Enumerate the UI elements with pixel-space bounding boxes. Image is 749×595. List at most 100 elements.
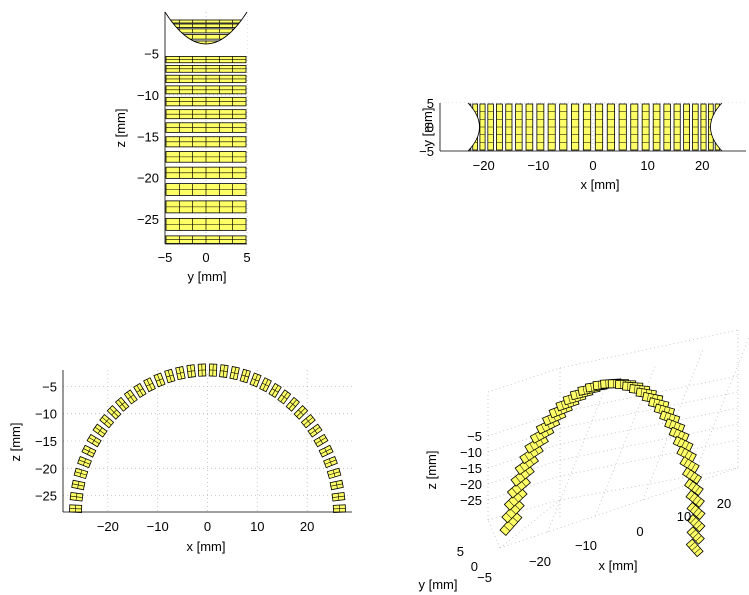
x-tick-label: 20 bbox=[300, 519, 314, 534]
grid-line bbox=[487, 499, 561, 521]
block-divider bbox=[519, 464, 525, 472]
x-tick-label: −5 bbox=[158, 250, 173, 265]
block-divider bbox=[658, 405, 662, 414]
block-divider bbox=[684, 450, 689, 458]
block-divider bbox=[97, 427, 103, 434]
block-divider bbox=[687, 461, 692, 469]
block-divider bbox=[685, 469, 691, 477]
block-divider bbox=[696, 522, 703, 530]
y-axis-label: y [mm] bbox=[420, 108, 435, 147]
block-divider bbox=[146, 382, 153, 387]
block-divider bbox=[318, 437, 324, 444]
arc-block bbox=[249, 372, 262, 388]
x-axis-label: x [mm] bbox=[581, 177, 620, 192]
block-divider bbox=[524, 453, 530, 461]
block-divider bbox=[652, 398, 656, 407]
block-divider bbox=[560, 401, 564, 410]
y-tick-label: 5 bbox=[427, 96, 434, 111]
block-divider bbox=[511, 487, 518, 495]
arc-block bbox=[686, 526, 705, 545]
arc-block bbox=[686, 514, 706, 533]
block-divider bbox=[271, 388, 279, 393]
block-divider bbox=[241, 374, 249, 378]
arc-block bbox=[133, 382, 147, 398]
arc-block bbox=[115, 396, 130, 412]
block-divider bbox=[77, 481, 80, 489]
z-tick-label: −15 bbox=[460, 461, 482, 476]
arc-block bbox=[277, 389, 292, 405]
arc-block bbox=[332, 504, 346, 513]
block-divider bbox=[597, 381, 600, 390]
block-divider bbox=[673, 429, 677, 437]
arc-block bbox=[175, 366, 186, 381]
block-divider bbox=[689, 529, 696, 536]
grid-line bbox=[499, 499, 561, 549]
x-tick-label: −10 bbox=[575, 538, 597, 553]
x-tick-label: 10 bbox=[677, 509, 691, 524]
grid-line bbox=[487, 459, 561, 485]
block-divider bbox=[690, 517, 697, 524]
block-divider bbox=[694, 548, 701, 554]
x-tick-label: 5 bbox=[243, 250, 250, 265]
arc-block bbox=[99, 414, 115, 429]
block-divider bbox=[688, 452, 693, 460]
block-divider bbox=[691, 483, 697, 491]
block-divider bbox=[176, 372, 184, 375]
z-tick-label: −10 bbox=[460, 445, 482, 460]
block-divider bbox=[505, 512, 512, 519]
block-divider bbox=[75, 493, 78, 501]
arc-block bbox=[268, 382, 282, 398]
block-divider bbox=[683, 458, 689, 467]
block-divider bbox=[91, 437, 97, 444]
y-tick-label: −15 bbox=[35, 434, 57, 449]
left-notch bbox=[440, 103, 480, 151]
block-divider bbox=[87, 447, 91, 455]
z-tick-label: −20 bbox=[460, 477, 482, 492]
block-divider bbox=[547, 415, 551, 424]
block-divider bbox=[541, 424, 545, 432]
block-divider bbox=[695, 498, 702, 505]
x-tick-label: 10 bbox=[250, 519, 264, 534]
block-divider bbox=[605, 379, 607, 388]
arc-block bbox=[285, 396, 300, 412]
grid-line bbox=[487, 475, 561, 501]
arc-block bbox=[331, 492, 346, 502]
arc-block bbox=[685, 489, 705, 508]
block-divider bbox=[337, 493, 340, 501]
arc-block bbox=[69, 492, 84, 502]
block-divider bbox=[685, 442, 690, 450]
block-divider bbox=[156, 378, 163, 382]
grid-line bbox=[690, 336, 749, 485]
block-divider bbox=[507, 520, 515, 527]
block-divider bbox=[252, 378, 259, 382]
arc-block bbox=[143, 377, 156, 393]
block-divider bbox=[289, 401, 296, 407]
block-divider bbox=[687, 481, 693, 489]
y-tick-label: −5 bbox=[419, 144, 434, 159]
grid-line bbox=[559, 439, 739, 477]
arc-block bbox=[300, 414, 316, 429]
block-divider bbox=[681, 440, 686, 448]
x-tick-label: −20 bbox=[97, 519, 119, 534]
block-divider bbox=[680, 448, 685, 456]
arc-block bbox=[685, 538, 704, 558]
block-divider bbox=[640, 388, 643, 397]
block-divider bbox=[668, 420, 673, 428]
y-tick-label: −10 bbox=[137, 88, 159, 103]
y-axis-label: y [mm] bbox=[419, 577, 458, 592]
block-divider bbox=[692, 495, 698, 503]
x-tick-label: 0 bbox=[636, 524, 643, 539]
block-divider bbox=[305, 418, 311, 425]
block-divider bbox=[79, 469, 83, 477]
y-tick-label: −20 bbox=[35, 461, 57, 476]
block-divider bbox=[553, 408, 558, 416]
block-divider bbox=[324, 447, 328, 455]
block-divider bbox=[582, 386, 585, 395]
block-divider bbox=[82, 458, 87, 466]
block-divider bbox=[515, 476, 521, 483]
arc-block bbox=[77, 456, 92, 469]
arc-block bbox=[69, 504, 83, 513]
block-divider bbox=[119, 401, 126, 407]
